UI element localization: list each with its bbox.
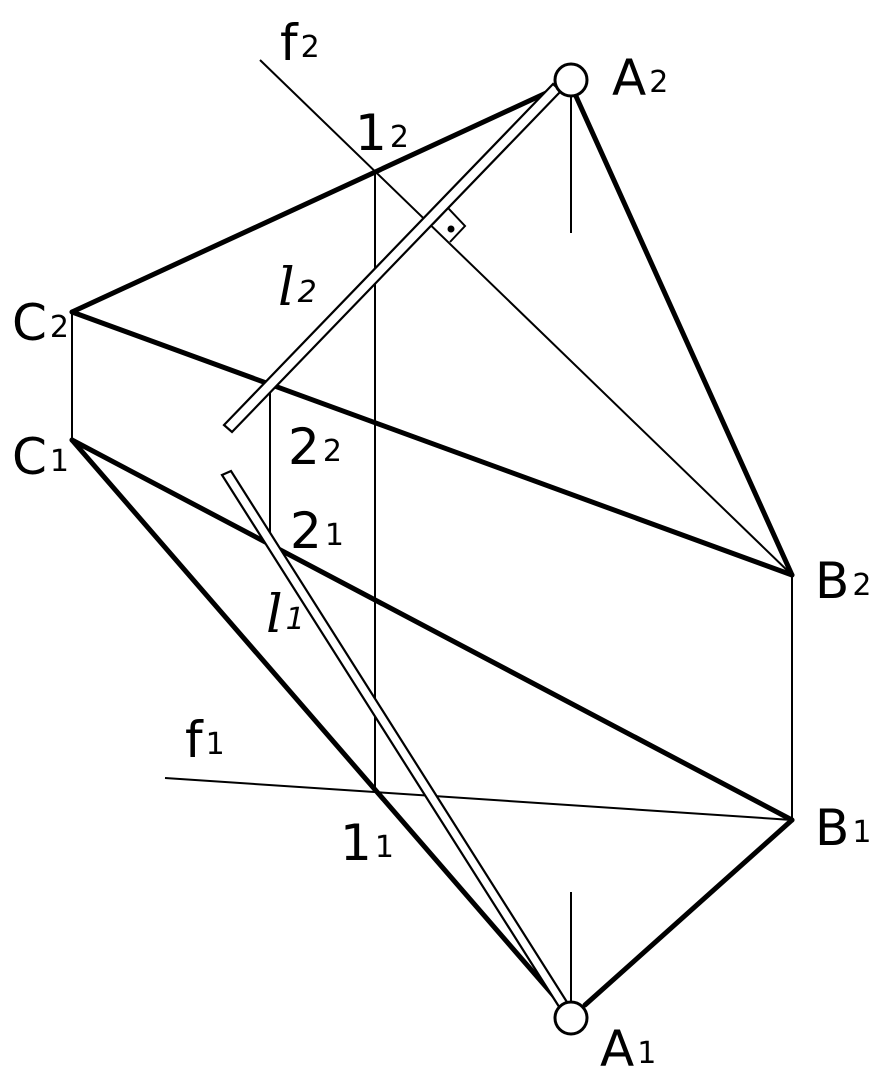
point-a1 xyxy=(553,1000,589,1036)
triangle-horizontal-projection xyxy=(69,437,795,1008)
frontal-line-f1 xyxy=(164,777,793,821)
point-a2 xyxy=(553,62,589,98)
triangle-frontal-projection xyxy=(69,85,795,578)
frontal-line-f2 xyxy=(259,59,793,576)
line-l1-band xyxy=(220,469,574,1015)
